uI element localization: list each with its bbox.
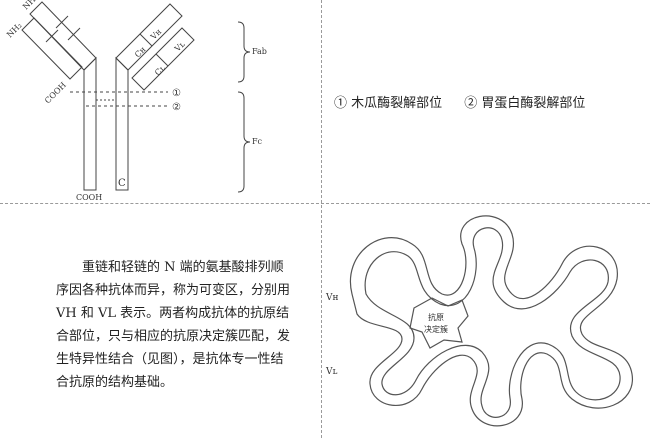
description-paragraph: 重链和轻链的 N 端的氨基酸排列顺序因各种抗体而异，称为可变区，分别用 VH 和…: [56, 260, 291, 390]
fab-label: Fab: [252, 47, 267, 56]
light-chain-loop: [364, 227, 621, 418]
site-1-marker: ①: [172, 88, 181, 99]
cleavage-sites-cell: ① 木瓜酶裂解部位 ② 胃蛋白酶裂解部位: [322, 0, 650, 203]
pepsin-cleavage-site: ② 胃蛋白酶裂解部位: [464, 96, 586, 111]
papain-cleavage-site: ① 木瓜酶裂解部位: [334, 96, 443, 111]
ch-region-label: Cʜ: [133, 45, 147, 59]
horizontal-divider: [0, 203, 650, 204]
cl-region-label: Cʟ: [153, 63, 167, 77]
left-heavy-chain-arm: [29, 1, 97, 71]
fc-label: Fc: [252, 137, 263, 146]
site-2-marker: ②: [172, 102, 181, 113]
antigen-label-line2: 决定簇: [424, 324, 448, 334]
vh-label: Vʜ: [325, 293, 339, 303]
vl-region-label: Vʟ: [172, 39, 187, 54]
cleavage-sites-legend: ① 木瓜酶裂解部位 ② 胃蛋白酶裂解部位: [334, 92, 603, 111]
description-cell: 重链和轻链的 N 端的氨基酸排列顺序因各种抗体而异，称为可变区，分别用 VH 和…: [0, 204, 321, 438]
cooh-heavy-label: COOH: [76, 193, 102, 202]
binding-site-diagram: Vʜ Vʟ 抗原 决定簇: [322, 204, 650, 438]
nh2-left-label: NH₂: [5, 21, 24, 40]
antibody-structure-diagram: NH₂ NH₂ COOH COOH Vʜ Cʜ Vʟ Cʟ Fab Fc ① ②…: [0, 0, 321, 203]
right-heavy-chain-stem: [115, 56, 129, 191]
right-light-chain: [131, 27, 195, 91]
vl-label: Vʟ: [325, 367, 337, 377]
left-light-chain: [21, 17, 83, 80]
fab-brace: [237, 21, 251, 83]
vh-region-label: Vʜ: [148, 27, 163, 42]
right-heavy-chain-arm: [115, 3, 183, 71]
antigen-label-line1: 抗原: [428, 312, 444, 322]
heavy-chain-loop: [349, 215, 633, 427]
description-text: 重链和轻链的 N 端的氨基酸排列顺序因各种抗体而异，称为可变区，分别用 VH 和…: [56, 256, 292, 394]
antigen-determinant-pocket: [409, 297, 469, 349]
fc-brace: [237, 91, 251, 193]
binding-site-svg: Vʜ Vʟ 抗原 决定簇: [325, 215, 633, 427]
cooh-light-label: COOH: [43, 80, 68, 105]
vertical-divider: [321, 0, 322, 438]
c-mark-label: C: [118, 178, 126, 189]
left-heavy-chain-stem: [83, 56, 97, 191]
antibody-structure-svg: NH₂ NH₂ COOH COOH Vʜ Cʜ Vʟ Cʟ Fab Fc ① ②…: [5, 0, 267, 202]
nh2-top-label: NH₂: [21, 0, 40, 11]
